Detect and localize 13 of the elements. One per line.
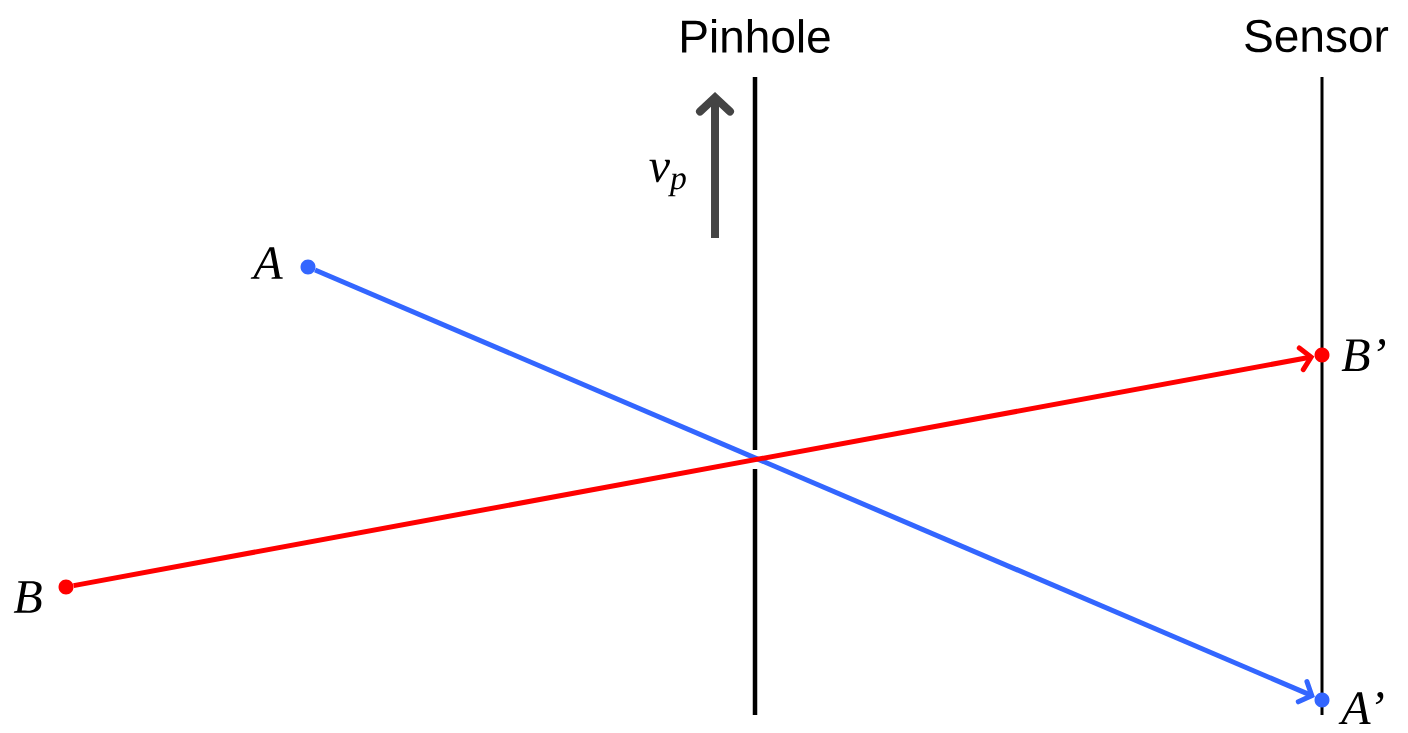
point-label: B’ <box>1341 338 1386 371</box>
heading-label: Pinhole <box>682 19 830 53</box>
point-label: A <box>250 247 283 279</box>
heading-label: Sensor <box>1245 19 1389 53</box>
point-dot <box>1314 347 1330 363</box>
point-dot <box>58 579 74 595</box>
ray-arrow <box>314 267 1315 705</box>
velocity-label: v$_{p}$ <box>649 159 686 197</box>
point-label: B <box>13 581 42 613</box>
point-dot <box>300 259 316 275</box>
point-dot <box>1314 692 1330 708</box>
point-label: A’ <box>1338 692 1384 724</box>
ray-arrow <box>73 345 1315 589</box>
